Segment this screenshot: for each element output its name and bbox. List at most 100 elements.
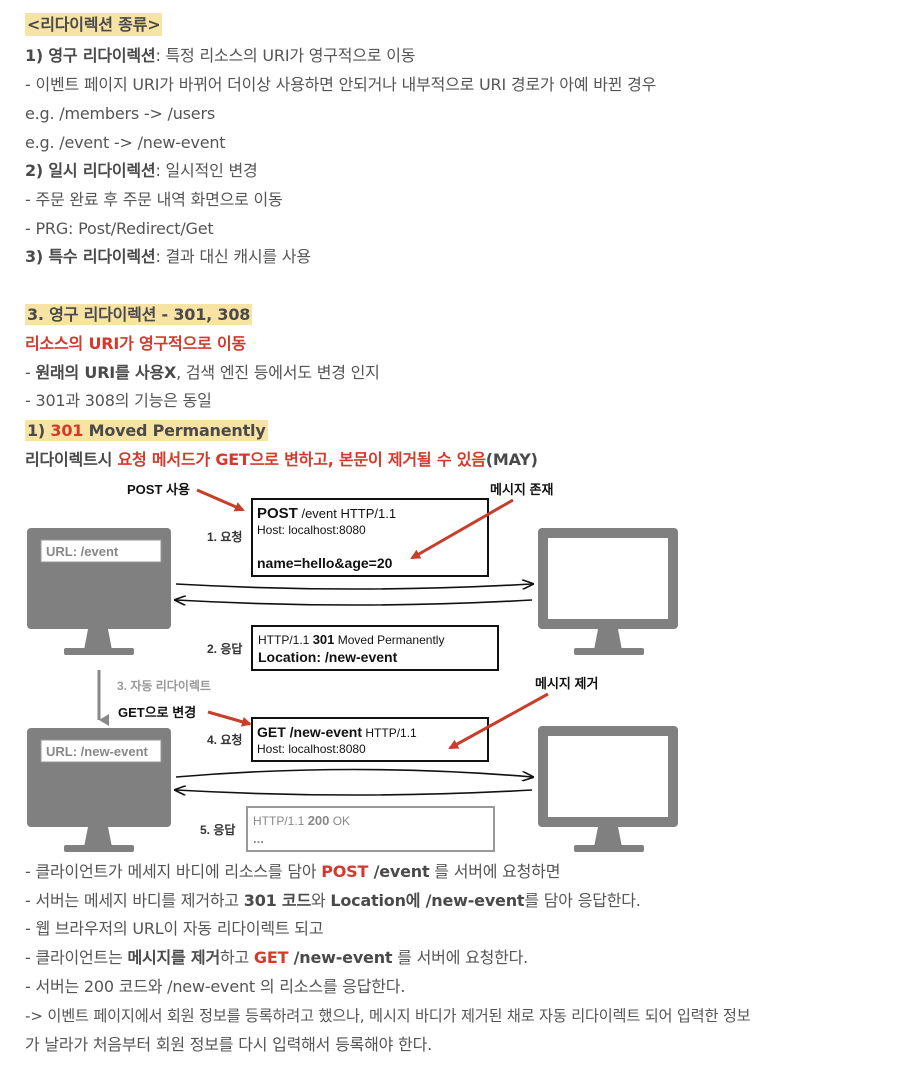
- response-5-box: [246, 806, 495, 852]
- warning-row: 리다이렉트시 요청 메서드가 GET으로 변하고, 본문이 제거될 수 있음(M…: [25, 449, 538, 471]
- types-title-row: <리다이렉션 종류>: [25, 13, 163, 36]
- url-bar-event: URL: /event: [46, 544, 119, 559]
- section-bullet-1: - 원래의 URI를 사용X, 검색 엔진 등에서도 변경 인지: [25, 362, 380, 384]
- special-redirect-heading: 3) 특수 리다이렉션: [25, 247, 156, 266]
- url-bar-new-event: URL: /new-event: [46, 744, 149, 759]
- request-4-host: Host: localhost:8080: [257, 742, 366, 756]
- redirect-diagram: URL: /event URL: /new-event 3. 자동 리다이렉트 …: [27, 482, 678, 852]
- response-2-reason: Moved Permanently: [334, 633, 444, 647]
- explain-2-end: 를 담아 응답한다.: [524, 891, 641, 910]
- types-title: <리다이렉션 종류>: [25, 13, 163, 36]
- explain-line-5: - 서버는 200 코드와 /new-event 의 리소스를 응답한다.: [25, 977, 406, 996]
- message-removed-label: 메시지 제거: [535, 676, 598, 691]
- permanent-redirect-row: 1) 영구 리다이렉션: 특정 리소스의 URI가 영구적으로 이동: [25, 45, 415, 67]
- permanent-example-1: e.g. /members -> /users: [25, 104, 215, 123]
- permanent-redirect-desc: : 특정 리소스의 URI가 영구적으로 이동: [155, 46, 416, 65]
- response-5-status: HTTP/1.1 200 OK: [253, 813, 350, 828]
- message-exists-arrow: [410, 498, 514, 560]
- special-redirect-desc: : 결과 대신 캐시를 사용: [155, 247, 311, 266]
- request-4-version: HTTP/1.1: [362, 726, 417, 740]
- temporary-redirect-heading: 2) 일시 리다이렉션: [25, 161, 156, 180]
- explain-4-path: /new-event: [288, 948, 393, 967]
- warning-red: 요청 메서드가 GET으로 변하고, 본문이 제거될 수 있음: [117, 450, 486, 469]
- explain-4-remove: 메시지를 제거: [127, 948, 220, 967]
- permanent-example-2: e.g. /event -> /new-event: [25, 133, 226, 152]
- request-4-box: [251, 717, 489, 762]
- status-301-code: 301: [50, 421, 84, 440]
- request-4-arrow: [175, 768, 532, 778]
- response-2-box: [251, 625, 499, 671]
- request-4-label: 4. 요청: [207, 732, 242, 747]
- status-301-heading: 1) 301 Moved Permanently: [25, 420, 268, 441]
- response-2-arrow: [176, 600, 533, 606]
- bullet-1-bold: 원래의 URI를 사용X: [35, 363, 177, 382]
- explain-1-text: - 클라이언트가 메세지 바디에 리소스를 담아: [25, 862, 322, 881]
- request-1-arrow: [175, 584, 532, 590]
- section-title-row: 3. 영구 리다이렉션 - 301, 308: [25, 304, 253, 326]
- explain-2-location: Location에 /new-event: [330, 891, 525, 910]
- response-2-location: Location: /new-event: [258, 649, 398, 665]
- explain-1-end: 를 서버에 요청하면: [429, 862, 561, 881]
- permanent-redirect-note: - 이벤트 페이지 URI가 바뀌어 더이상 사용하면 안되거나 내부적으로 U…: [25, 75, 657, 94]
- request-4-method: GET /new-event: [257, 724, 362, 740]
- explain-2-code: 301 코드: [243, 891, 311, 910]
- request-4-line: GET /new-event HTTP/1.1: [257, 724, 417, 740]
- response-2-code: 301: [313, 632, 335, 647]
- message-exists-label: 메시지 존재: [490, 482, 553, 497]
- response-5-label: 5. 응답: [200, 822, 235, 837]
- response-2-status: HTTP/1.1 301 Moved Permanently: [258, 632, 444, 647]
- response-2-label: 2. 응답: [207, 641, 242, 656]
- explain-line-4: - 클라이언트는 메시지를 제거하고 GET /new-event 를 서버에 …: [25, 947, 528, 969]
- explain-1-post: POST: [321, 862, 369, 881]
- request-1-host: Host: localhost:8080: [257, 523, 366, 537]
- explain-2-mid: 와: [310, 891, 331, 910]
- explain-line-1: - 클라이언트가 메세지 바디에 리소스를 담아 POST /event 를 서…: [25, 861, 560, 883]
- response-2-version: HTTP/1.1: [258, 633, 313, 647]
- get-pointer-arrow: [207, 710, 252, 727]
- response-5-reason: OK: [329, 814, 350, 828]
- post-pointer-arrow: [196, 488, 245, 512]
- explain-line-6: -> 이벤트 페이지에서 회원 정보를 등록하려고 했으나, 메시지 바디가 제…: [25, 1007, 751, 1025]
- get-change-label: GET으로 변경: [118, 705, 196, 720]
- explain-line-2: - 서버는 메세지 바디를 제거하고 301 코드와 Location에 /ne…: [25, 890, 641, 912]
- request-1-path: /event HTTP/1.1: [298, 506, 396, 521]
- explain-line-7: 가 날라가 처음부터 회원 정보를 다시 입력해서 등록해야 한다.: [25, 1035, 432, 1054]
- explain-2-text: - 서버는 메세지 바디를 제거하고: [25, 891, 244, 910]
- response-5-code: 200: [308, 813, 330, 828]
- client-monitor-bottom: [27, 728, 171, 852]
- server-monitor-bottom: [538, 726, 678, 852]
- status-301-text: Moved Permanently: [83, 421, 266, 440]
- server-monitor-top: [538, 528, 678, 655]
- temporary-redirect-row: 2) 일시 리다이렉션: 일시적인 변경: [25, 160, 258, 182]
- response-5-version: HTTP/1.1: [253, 814, 308, 828]
- status-301-row: 1) 301 Moved Permanently: [25, 420, 268, 442]
- status-301-prefix: 1): [27, 421, 51, 440]
- permanent-redirect-heading: 1) 영구 리다이렉션: [25, 46, 156, 65]
- explain-4-end: 를 서버에 요청한다.: [392, 948, 529, 967]
- warning-prefix: 리다이렉트시: [25, 450, 118, 469]
- section-subtitle: 리소스의 URI가 영구적으로 이동: [25, 334, 247, 353]
- section-bullet-2: - 301과 308의 기능은 동일: [25, 391, 212, 410]
- response-5-arrow: [176, 790, 533, 796]
- temporary-redirect-note-1: - 주문 완료 후 주문 내역 화면으로 이동: [25, 190, 283, 209]
- temporary-redirect-desc: : 일시적인 변경: [155, 161, 258, 180]
- bullet-1-rest: , 검색 엔진 등에서도 변경 인지: [176, 363, 380, 382]
- bullet-dash: -: [25, 363, 36, 382]
- request-1-line: POST /event HTTP/1.1: [257, 505, 396, 522]
- response-5-more: ...: [253, 831, 264, 846]
- auto-redirect-label: 3. 자동 리다이렉트: [117, 678, 211, 693]
- temporary-redirect-note-2: - PRG: Post/Redirect/Get: [25, 219, 214, 238]
- request-1-method: POST: [257, 505, 298, 522]
- special-redirect-row: 3) 특수 리다이렉션: 결과 대신 캐시를 사용: [25, 246, 311, 268]
- explain-4-get: GET: [253, 948, 289, 967]
- explain-line-3: - 웹 브라우저의 URL이 자동 리다이렉트 되고: [25, 919, 324, 938]
- message-removed-arrow: [448, 692, 549, 750]
- post-use-label: POST 사용: [127, 482, 190, 497]
- explain-4-mid: 하고: [219, 948, 254, 967]
- warning-may: (MAY): [485, 450, 538, 469]
- explain-1-path: /event: [368, 862, 430, 881]
- request-1-label: 1. 요청: [207, 529, 242, 544]
- request-1-body: name=hello&age=20: [257, 555, 393, 571]
- explain-4-text: - 클라이언트는: [25, 948, 128, 967]
- client-monitor-top: [27, 528, 171, 655]
